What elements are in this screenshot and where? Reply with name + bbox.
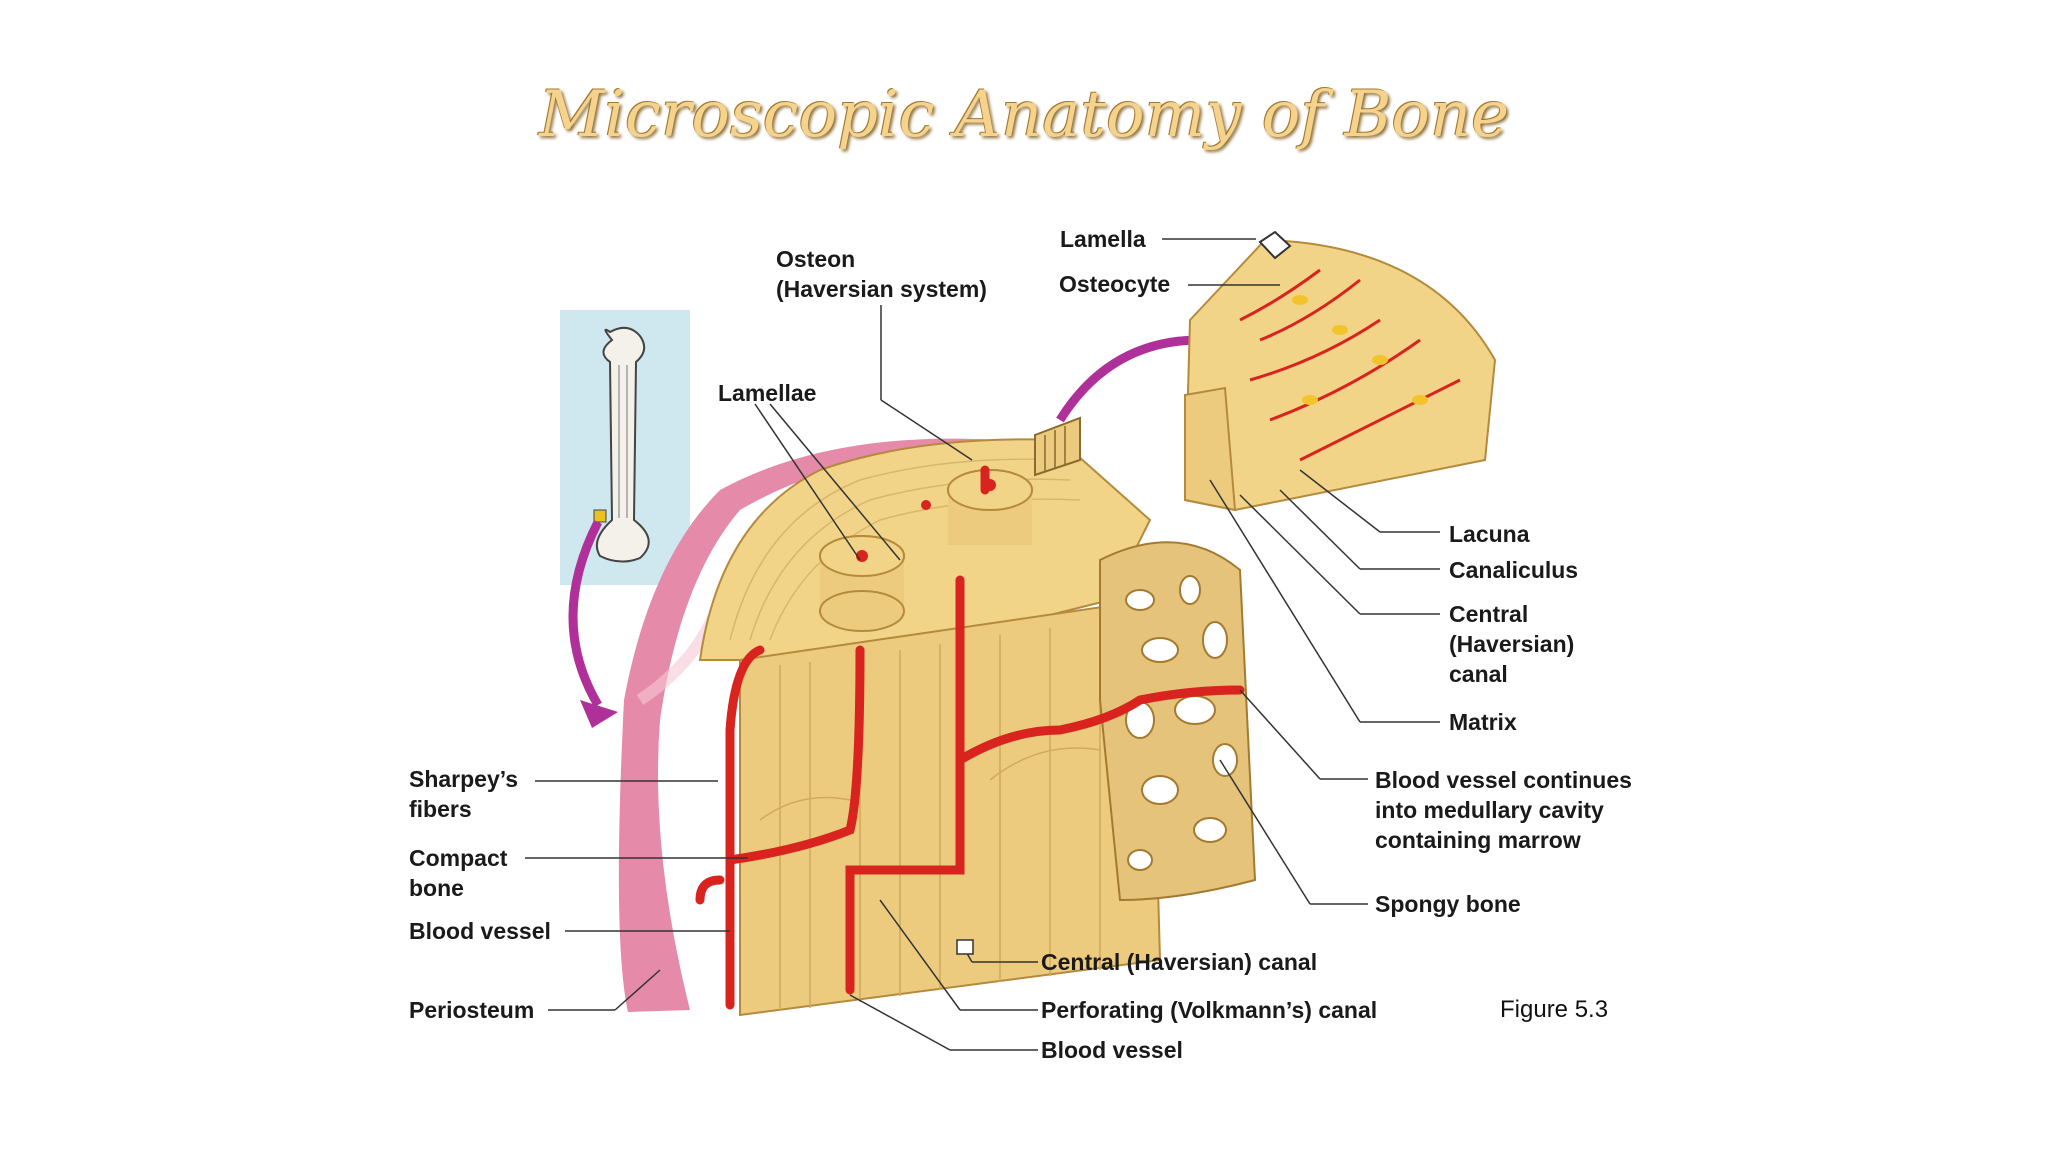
label-spongy-bone: Spongy bone xyxy=(1375,891,1521,917)
blood-vessels xyxy=(695,465,1245,1010)
label-matrix: Matrix xyxy=(1449,709,1517,735)
label-canaliculus: Canaliculus xyxy=(1449,557,1579,583)
label-sharpeys-sub: fibers xyxy=(409,796,472,822)
compact-bone-front xyxy=(739,598,1162,1017)
label-lacuna: Lacuna xyxy=(1449,521,1530,547)
label-osteon-sub: (Haversian system) xyxy=(776,276,987,302)
label-blood-vessel-bottom: Blood vessel xyxy=(1041,1037,1183,1063)
label-perforating: Perforating (Volkmann’s) canal xyxy=(1041,997,1378,1023)
label-bv-continues-1: Blood vessel continues xyxy=(1375,767,1632,793)
label-bv-continues-3: containing marrow xyxy=(1375,827,1581,853)
label-osteocyte: Osteocyte xyxy=(1059,271,1171,297)
label-blood-vessel-left: Blood vessel xyxy=(409,918,551,944)
label-central-right-1: Central xyxy=(1449,601,1529,627)
label-lamella: Lamella xyxy=(1060,226,1146,252)
label-osteon: Osteon xyxy=(776,246,856,272)
periosteum-shape xyxy=(618,438,1010,1012)
label-central-right-2: (Haversian) xyxy=(1449,631,1575,657)
label-compact-sub: bone xyxy=(409,875,464,901)
osteon-cylinders xyxy=(819,469,1033,632)
figure-reference: Figure 5.3 xyxy=(1500,996,1609,1023)
spongy-bone-shape xyxy=(1099,541,1257,902)
label-bv-continues-2: into medullary cavity xyxy=(1375,797,1604,823)
osteon-zoom xyxy=(1183,230,1497,512)
label-sharpeys: Sharpey’s xyxy=(409,766,519,792)
label-lamellae: Lamellae xyxy=(718,380,817,406)
label-central-bottom: Central (Haversian) canal xyxy=(1041,949,1318,975)
label-compact: Compact xyxy=(409,845,508,871)
page-title: Microscopic Anatomy of Bone xyxy=(538,78,1510,152)
long-bone-inset xyxy=(560,310,690,585)
label-periosteum: Periosteum xyxy=(409,997,535,1023)
label-central-right-3: canal xyxy=(1449,661,1508,687)
